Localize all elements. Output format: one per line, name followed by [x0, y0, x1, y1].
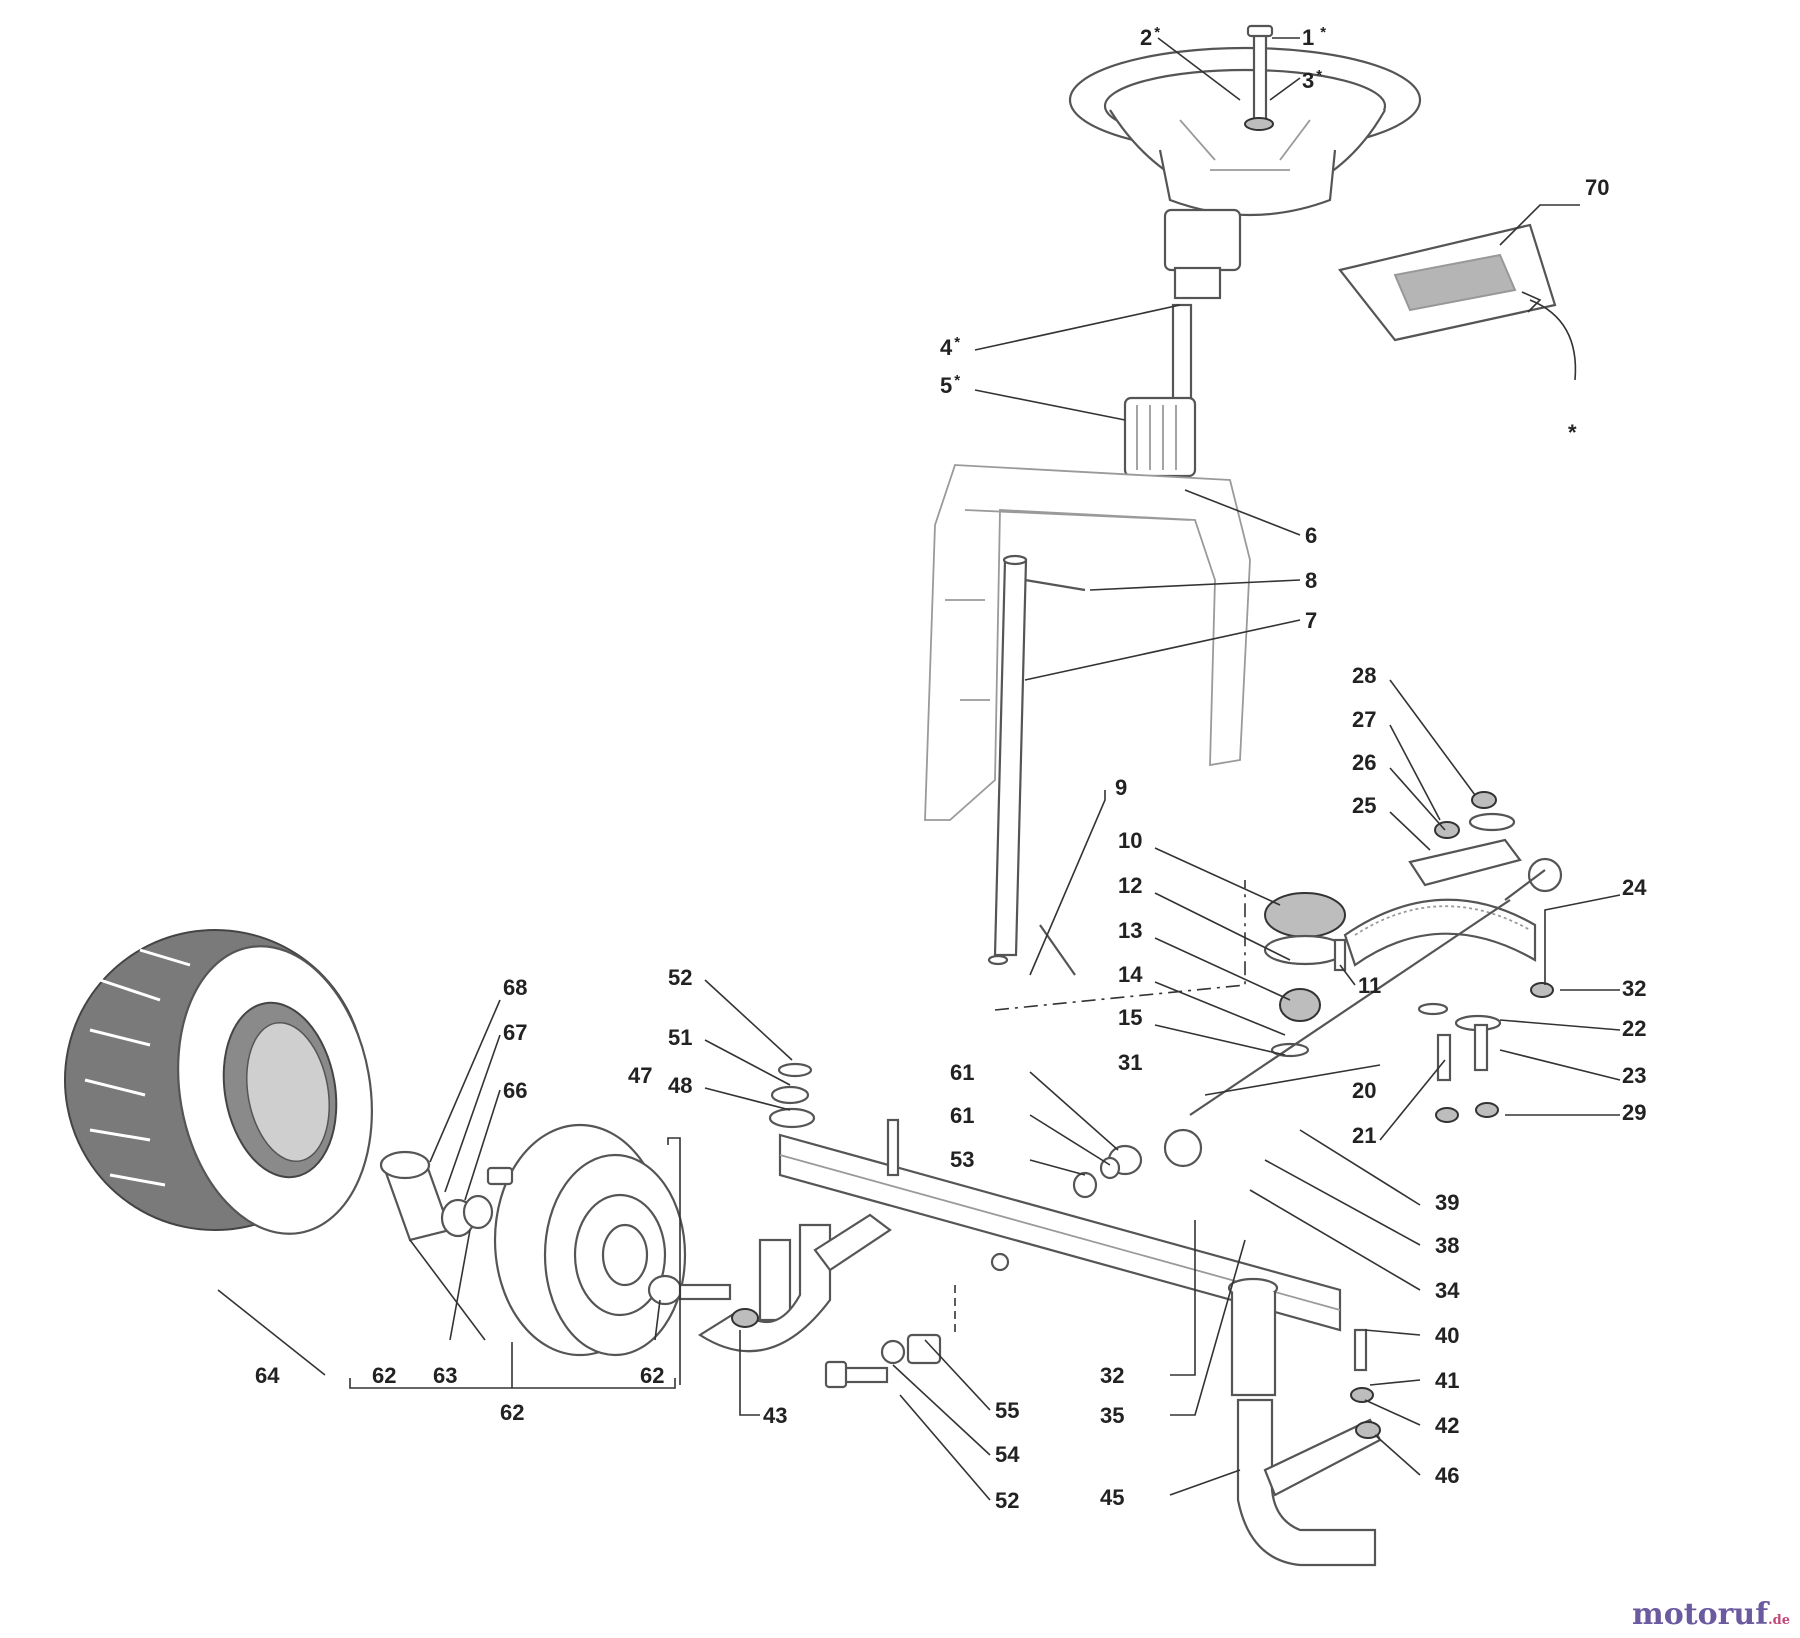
callout-53: 55: [995, 1398, 1019, 1423]
callout-21: 21: [1352, 1123, 1376, 1148]
callout-14: 14: [1118, 962, 1143, 987]
callout-67: 67: [503, 1020, 527, 1045]
callout-46: 48: [668, 1073, 692, 1098]
callout-31: 31: [1118, 1050, 1142, 1075]
steering-shaft-upper: [1117, 303, 1197, 499]
callout-61b: 62: [640, 1363, 664, 1388]
wheel-bolt: [1244, 24, 1274, 131]
asterisk-marker: *: [1568, 420, 1577, 445]
right-spindle: [1227, 1277, 1382, 1567]
decal-sheet: [1338, 223, 1577, 381]
sector-gear: [1343, 898, 1537, 967]
callout-37: 39: [1435, 1190, 1459, 1215]
callout-25: 25: [1352, 793, 1376, 818]
leader-lines: [217, 37, 1621, 1501]
left-spindle: [697, 1062, 892, 1353]
callout-6: 6: [1305, 523, 1317, 548]
tie-rod: [1163, 857, 1563, 1168]
callout-40: 42: [1435, 1413, 1459, 1438]
callout-32-right: 32: [1622, 976, 1646, 1001]
right-hardware: [1417, 982, 1554, 1123]
callout-38: 40: [1435, 1323, 1459, 1348]
callout-62-group: 62: [500, 1400, 524, 1425]
watermark-logo: motoruf.de: [1631, 1597, 1790, 1632]
gear-assembly: [994, 880, 1347, 1058]
steering-column: [987, 554, 1086, 976]
callout-20: 20: [1352, 1078, 1376, 1103]
callout-23: 23: [1622, 1063, 1646, 1088]
callout-7: 7: [1305, 608, 1317, 633]
callout-52-upper: 53: [950, 1147, 974, 1172]
callout-36: 38: [1435, 1233, 1459, 1258]
callout-4: 4*: [940, 334, 960, 360]
callout-labels: 1* 2* 3* 4* 5* 6 8 7 9 70 10 12 13 14 15…: [255, 24, 1647, 1513]
callout-24: 24: [1622, 875, 1647, 900]
wheel-bearings: [379, 1150, 514, 1242]
callout-2: 2*: [1140, 24, 1160, 50]
callout-61a: 62: [372, 1363, 396, 1388]
callout-11: 11: [1358, 973, 1381, 998]
callout-39: 41: [1435, 1368, 1459, 1393]
tire: [64, 929, 373, 1235]
callout-42: 45: [1100, 1485, 1124, 1510]
callout-52-lower: 54: [995, 1442, 1020, 1467]
callout-13: 13: [1118, 918, 1142, 943]
callout-27: 27: [1352, 707, 1376, 732]
dashboard-frame: [924, 464, 1251, 821]
callout-28: 28: [1352, 663, 1376, 688]
callout-26: 26: [1352, 750, 1376, 775]
callout-12: 12: [1118, 873, 1142, 898]
callout-54: 61: [950, 1103, 974, 1128]
callout-3: 3*: [1302, 67, 1322, 93]
callout-22: 22: [1622, 1016, 1646, 1041]
callout-45: 47: [628, 1063, 652, 1088]
callout-66: 66: [503, 1078, 527, 1103]
callout-10: 10: [1118, 828, 1142, 853]
callout-68: 68: [503, 975, 527, 1000]
callout-5: 5*: [940, 372, 960, 398]
callout-47: 51: [668, 1025, 692, 1050]
callout-32-lower: 32: [1100, 1363, 1124, 1388]
steering-wheel: [1068, 46, 1422, 300]
callout-63b: 63: [433, 1363, 457, 1388]
pivot-hardware: [824, 1118, 1143, 1389]
callout-41: 43: [763, 1403, 787, 1428]
callout-29: 29: [1622, 1100, 1646, 1125]
callout-51: 52: [995, 1488, 1019, 1513]
callout-9: 9: [1115, 775, 1127, 800]
steering-plate: [1408, 791, 1522, 887]
callout-34: 34: [1435, 1278, 1460, 1303]
callout-43: 46: [1435, 1463, 1459, 1488]
callout-35: 35: [1100, 1403, 1124, 1428]
callout-55: 61: [950, 1060, 974, 1085]
callout-15: 15: [1118, 1005, 1142, 1030]
callout-48: 52: [668, 965, 692, 990]
callout-1: 1*: [1302, 24, 1326, 50]
callout-70: 70: [1585, 175, 1609, 200]
callout-64: 64: [255, 1363, 280, 1388]
wheel-rim: [493, 1123, 732, 1357]
callout-8: 8: [1305, 568, 1317, 593]
